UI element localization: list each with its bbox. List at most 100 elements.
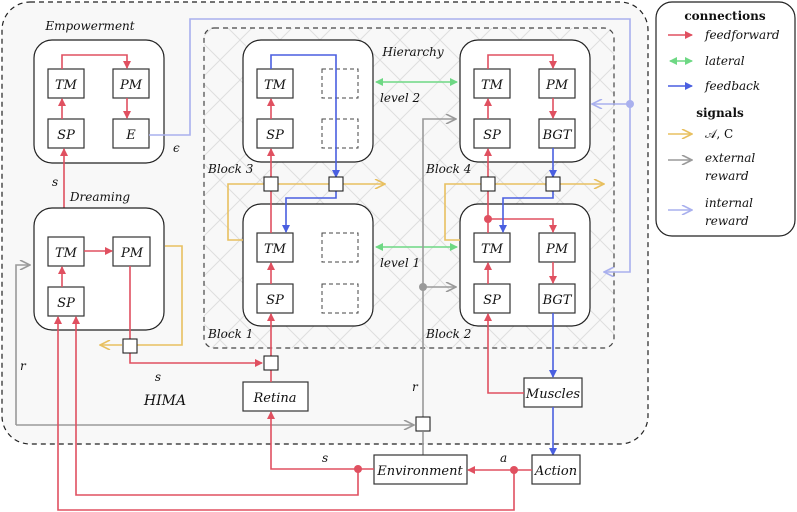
empowerment-tm-module xyxy=(47,68,85,99)
legend-internal-reward-line1: internal xyxy=(705,196,753,210)
block2-signal-arrow xyxy=(444,184,604,241)
muscles-label: Muscles xyxy=(525,387,580,402)
empowerment-e-module xyxy=(112,118,150,149)
level2-label: level 2 xyxy=(380,91,420,105)
s-dreaming-label: s xyxy=(155,370,161,384)
action-box xyxy=(531,454,581,485)
dreaming-pm-to-retina-junction-arrow xyxy=(129,266,263,367)
block3-fb-junction xyxy=(328,176,344,192)
block1-tm-label: TM xyxy=(264,242,287,257)
legend-feedback-label: feedback xyxy=(704,79,760,93)
block2-sp-module xyxy=(473,283,511,314)
internal-reward-line xyxy=(149,18,631,272)
dreaming-title: Dreaming xyxy=(69,190,131,204)
s-env-label: s xyxy=(322,451,328,465)
block4-pm-module xyxy=(538,68,576,99)
empowerment-pm-label: PM xyxy=(119,78,143,93)
block2-tm-module xyxy=(473,232,511,263)
legend-connections-title: connections xyxy=(684,9,766,23)
block2-tm-pm-arrow xyxy=(488,218,557,233)
block3-empty-slot xyxy=(321,68,359,99)
empowerment-sp-module xyxy=(47,118,85,149)
internal-reward-junction xyxy=(626,100,634,108)
block3-label: Block 3 xyxy=(207,162,254,176)
external-reward-junction xyxy=(419,283,427,291)
environment-to-dreaming-sp-arrow xyxy=(72,316,359,496)
legend-feedforward-label: feedforward xyxy=(704,28,780,42)
dreaming-signal-loop xyxy=(137,245,183,346)
external-reward-block4-arrow xyxy=(422,119,456,418)
block3-sp-label: SP xyxy=(266,128,284,143)
block4-tm-label: TM xyxy=(481,78,504,93)
block4-sp-label: SP xyxy=(483,128,501,143)
block3-sp-module xyxy=(256,118,294,149)
block1-signal-arrow xyxy=(227,184,385,241)
block3-ff-junction xyxy=(263,176,279,192)
block2-sp-label: SP xyxy=(483,293,501,308)
epsilon-label: ϵ xyxy=(173,141,180,155)
s-empowerment-label: s xyxy=(52,175,58,189)
block2-pm-label: PM xyxy=(545,242,569,257)
block1-sp-module xyxy=(256,283,294,314)
muscles-box xyxy=(523,377,583,408)
block4-bgt-module xyxy=(538,118,576,149)
action-to-dreaming-sp-arrow xyxy=(54,316,515,511)
r-left-label: r xyxy=(20,359,27,373)
level1-label: level 1 xyxy=(380,256,420,270)
emp-tm-pm-arrow xyxy=(61,54,131,69)
block3-to-block1-feedback xyxy=(282,190,337,233)
retina-box xyxy=(242,381,309,412)
block1-empty-slot xyxy=(321,232,359,263)
legend-signals-label: 𝒜, C xyxy=(705,127,733,141)
block4-tm-module xyxy=(473,68,511,99)
dreaming-pm-label: PM xyxy=(120,246,144,261)
block4-sp-module xyxy=(473,118,511,149)
empowerment-title: Empowerment xyxy=(44,19,134,33)
block4-fb-junction xyxy=(545,176,561,192)
block3-feedback-arrow xyxy=(270,54,340,178)
empowerment-tm-label: TM xyxy=(55,78,78,93)
legend-internal-reward-line2: reward xyxy=(705,214,749,228)
block2-tm-label: TM xyxy=(481,242,504,257)
environment-label: Environment xyxy=(376,464,463,479)
empowerment-pm-module xyxy=(112,68,150,99)
dreaming-pm-module xyxy=(112,236,151,267)
block4-to-block2-feedback xyxy=(499,190,554,233)
reward-junction xyxy=(415,416,431,432)
legend-signals-title: signals xyxy=(696,106,744,120)
block4-bgt-label: BGT xyxy=(542,128,573,143)
dreaming-tm-module xyxy=(47,236,85,267)
block2-label: Block 2 xyxy=(425,327,471,341)
dreaming-sp-module xyxy=(47,286,85,317)
empowerment-sp-label: SP xyxy=(57,128,75,143)
retina-label: Retina xyxy=(253,391,297,406)
legend-external-reward-line1: external xyxy=(705,151,755,165)
block4-tm-pm-arrow xyxy=(487,54,557,69)
block2-bgt-label: BGT xyxy=(542,293,573,308)
block1-label: Block 1 xyxy=(207,327,253,341)
a-label: a xyxy=(500,451,507,465)
block3-tm-module xyxy=(256,68,294,99)
action-label: Action xyxy=(534,464,577,479)
external-reward-dreaming-arrow xyxy=(15,265,30,425)
block1-sp-label: SP xyxy=(266,293,284,308)
retina-junction xyxy=(263,355,279,371)
legend-lateral-label: lateral xyxy=(705,54,745,68)
dreaming-tm-label: TM xyxy=(55,246,78,261)
hima-label: HIMA xyxy=(143,393,186,409)
block4-ff-junction xyxy=(480,176,496,192)
legend-external-reward-line2: reward xyxy=(705,169,749,183)
hierarchy-title: Hierarchy xyxy=(381,45,443,59)
muscles-to-block2-sp-arrow xyxy=(484,313,524,394)
environment-to-retina-arrow xyxy=(267,411,374,470)
block3-empty-slot xyxy=(321,118,359,149)
block1-tm-module xyxy=(256,232,294,263)
block4-label: Block 4 xyxy=(425,162,471,176)
block2-pm-module xyxy=(538,232,576,263)
block3-tm-label: TM xyxy=(264,78,287,93)
block1-empty-slot xyxy=(321,283,359,314)
empowerment-e-label: E xyxy=(125,128,136,143)
legend: connections feedforward lateral feedback… xyxy=(655,1,796,237)
block2-bgt-module xyxy=(538,283,576,314)
